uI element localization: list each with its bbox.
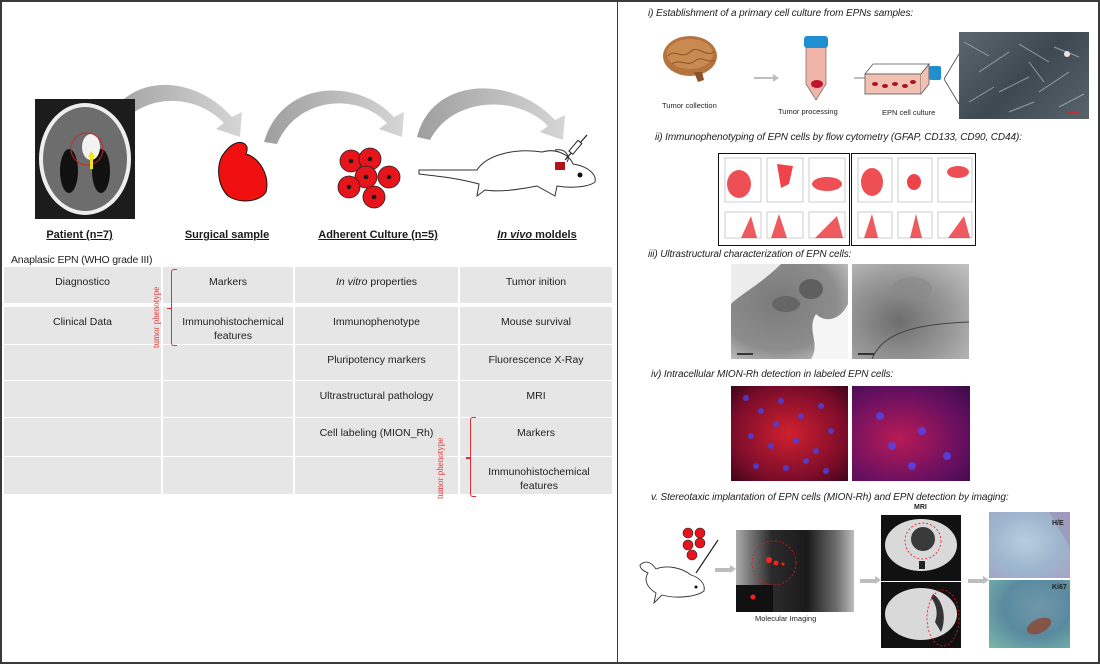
- cell-col3-row6: [295, 457, 458, 494]
- cell-col3-row5: Cell labeling (MION_Rh): [295, 418, 458, 456]
- caption-tumor-collection: Tumor collection: [662, 101, 717, 110]
- fluorescence-nuclei-2: [876, 412, 951, 470]
- mouse-injection-icon: [639, 527, 719, 605]
- fluorescence-nuclei-1: [743, 395, 834, 474]
- cell-col4-row1: Tumor inition: [460, 267, 612, 303]
- cell-col1-row5: [4, 418, 161, 456]
- arrow-4: [860, 576, 881, 584]
- section-iii-title: iii) Ultrastructural characterization of…: [648, 249, 852, 260]
- cell-col1-row4: [4, 381, 161, 417]
- curved-arrow-1: [102, 84, 242, 137]
- cell-col2-row3: [163, 345, 293, 380]
- cell-col1-row3: [4, 345, 161, 380]
- column-header-surgical: Surgical sample: [184, 229, 270, 241]
- tumor-implant: [555, 162, 565, 170]
- column-header-culture: Adherent Culture (n=5): [318, 229, 438, 241]
- cell-col4-row5: Markers: [460, 418, 612, 456]
- fluorescence-image-1: [731, 386, 848, 481]
- column-header-patient: Patient (n=7): [46, 229, 113, 241]
- mri-image-1: [881, 515, 961, 581]
- caption-he: H/E: [1052, 520, 1064, 527]
- histology-he-image: H/E: [989, 512, 1070, 578]
- curved-arrow-2: [264, 90, 404, 144]
- zoom-lines: [944, 53, 960, 105]
- tem-image-2: [852, 264, 969, 359]
- caption-mri: MRI: [914, 504, 927, 511]
- flow-plots-2: [857, 157, 973, 239]
- ki67-texture: [1026, 617, 1052, 635]
- tumor-phenotype-label-1: tumor phenotype: [151, 286, 161, 348]
- arrow-1: [754, 74, 779, 82]
- caption-epn-cell-culture: EPN cell culture: [882, 108, 936, 117]
- cell-col4-row4: MRI: [460, 381, 612, 417]
- mri-image-2: [881, 582, 961, 648]
- column-header-invivo: In vivo moldels: [497, 229, 577, 241]
- cell-col4-row6: Immunohistochemical features: [460, 457, 612, 494]
- cell-col1-row1: Diagnostico: [4, 267, 161, 303]
- methods-panel: i) Establishment of a primary cell cultu…: [617, 0, 1100, 664]
- cell-col3-row1: In vitro properties: [295, 267, 458, 303]
- flow-cytometry-panel-2: [851, 153, 976, 246]
- tumor-phenotype-bracket-2: [466, 417, 476, 497]
- syringe-icon: [695, 539, 719, 574]
- cell-col4-row3: Fluorescence X-Ray: [460, 345, 612, 380]
- section-i-title: i) Establishment of a primary cell cultu…: [648, 8, 914, 19]
- molecular-imaging-signal: [736, 540, 797, 612]
- tube-icon: [804, 36, 828, 101]
- section-v-title: v. Stereotaxic implantation of EPN cells…: [651, 492, 1009, 503]
- arrow-5: [968, 576, 989, 584]
- flow-cytometry-panel-1: [718, 153, 850, 246]
- caption-ki67: Ki67: [1052, 584, 1067, 591]
- tumor-phenotype-bracket-1: [167, 269, 177, 346]
- cell-col3-row2: Immunophenotype: [295, 307, 458, 344]
- cell-col2-row2: Immunohistochemical features: [163, 307, 293, 344]
- mri-slice-2: [885, 588, 960, 647]
- cell-col2-row6: [163, 457, 293, 494]
- brain-mri-icon: [39, 103, 131, 215]
- section-iv-title: iv) Intracellular MION-Rh detection in l…: [651, 369, 894, 380]
- cell-col1-row6: [4, 457, 161, 494]
- tem-texture-2: [858, 277, 969, 359]
- tumor-grade-subtitle: Anaplasic EPN (WHO grade III): [11, 254, 153, 266]
- he-texture: [1049, 512, 1070, 552]
- cells-texture: [963, 41, 1085, 113]
- mouse-model-icon: [418, 134, 596, 198]
- fluorescence-image-2: [852, 386, 970, 481]
- curved-arrow-3: [417, 88, 565, 140]
- tumor-phenotype-label-2: tumor phenotype: [435, 437, 445, 499]
- cell-culture-micrograph: [959, 32, 1089, 119]
- culture-flask-icon: [864, 62, 941, 95]
- histology-ki67-image: Ki67: [989, 580, 1070, 648]
- workflow-arrows: [102, 84, 565, 144]
- cell-col4-row2: Mouse survival: [460, 307, 612, 344]
- molecular-imaging-image: [736, 530, 854, 612]
- cell-col2-row1: Markers: [163, 267, 293, 303]
- cell-col3-row4: Ultrastructural pathology: [295, 381, 458, 417]
- mri-slice-1: [885, 519, 957, 571]
- cell-col1-row2: Clinical Data: [4, 307, 161, 344]
- arrow-3: [715, 565, 736, 573]
- surgical-sample-icon: [218, 141, 268, 202]
- caption-tumor-processing: Tumor processing: [778, 107, 838, 116]
- tem-image-1: [731, 264, 848, 359]
- cell-col2-row5: [163, 418, 293, 456]
- adherent-cells-icon: [337, 147, 401, 209]
- section-ii-title: ii) Immunophenotyping of EPN cells by fl…: [655, 132, 1022, 143]
- cell-col3-row3: Pluripotency markers: [295, 345, 458, 380]
- flow-plots-1: [724, 157, 846, 239]
- study-design-panel: Patient (n=7) Surgical sample Adherent C…: [0, 0, 619, 664]
- tem-texture-1: [731, 264, 848, 359]
- brain-icon: [663, 36, 717, 82]
- caption-molecular-imaging: Molecular Imaging: [755, 614, 817, 623]
- patient-mri-image: [35, 99, 135, 219]
- cell-col2-row4: [163, 381, 293, 417]
